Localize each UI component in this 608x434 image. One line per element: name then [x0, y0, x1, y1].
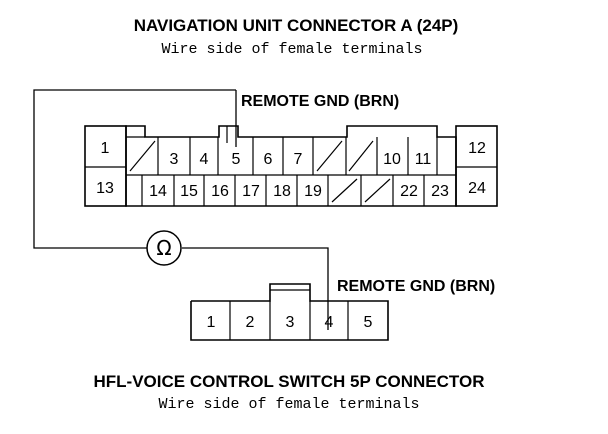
connector-b-subtitle: Wire side of female terminals	[158, 396, 419, 413]
voice-control-switch-connector	[190, 283, 389, 341]
pin-label: 1	[207, 314, 216, 331]
pin-label: 2	[246, 314, 255, 331]
pin-label: 3	[170, 151, 179, 168]
pin-label: 22	[400, 183, 418, 200]
pin-label: 16	[211, 183, 229, 200]
pin-label: 12	[468, 140, 486, 157]
pin-label: 4	[200, 151, 209, 168]
connector-b-pins: 1 2 3 4 5	[207, 314, 373, 331]
pin-label: 4	[325, 314, 334, 331]
connector-a-title: NAVIGATION UNIT CONNECTOR A (24P)	[134, 16, 459, 35]
pin-label: 13	[96, 180, 114, 197]
pin-label: 11	[415, 151, 432, 168]
connector-b-lead-label: REMOTE GND (BRN)	[337, 278, 495, 295]
connector-b-title: HFL-VOICE CONTROL SWITCH 5P CONNECTOR	[93, 372, 484, 391]
pin-label: 5	[232, 151, 241, 168]
pin-label: 10	[383, 151, 401, 168]
connector-a-lead-label: REMOTE GND (BRN)	[241, 93, 399, 110]
pin-label: 18	[273, 183, 291, 200]
pin-label: 5	[364, 314, 373, 331]
pin-label: 14	[149, 183, 167, 200]
pin-label: 7	[294, 151, 303, 168]
navigation-connector-a	[84, 125, 498, 207]
pin-label: 19	[304, 183, 322, 200]
ohm-symbol: Ω	[156, 236, 171, 260]
pin-label: 3	[286, 314, 295, 331]
pin-label: 6	[264, 151, 273, 168]
pin-label: 17	[242, 183, 260, 200]
pin-label: 1	[101, 140, 110, 157]
pin-label: 15	[180, 183, 198, 200]
pin-label: 23	[431, 183, 449, 200]
connector-a-subtitle: Wire side of female terminals	[161, 41, 422, 58]
ohmmeter-icon: Ω	[146, 230, 182, 266]
pin-label: 24	[468, 180, 486, 197]
test-wiring	[33, 89, 329, 330]
connector-a-pins: 1 3 4 5 6 7 10 11 12 13 14 15 16 17 18 1…	[96, 140, 486, 200]
